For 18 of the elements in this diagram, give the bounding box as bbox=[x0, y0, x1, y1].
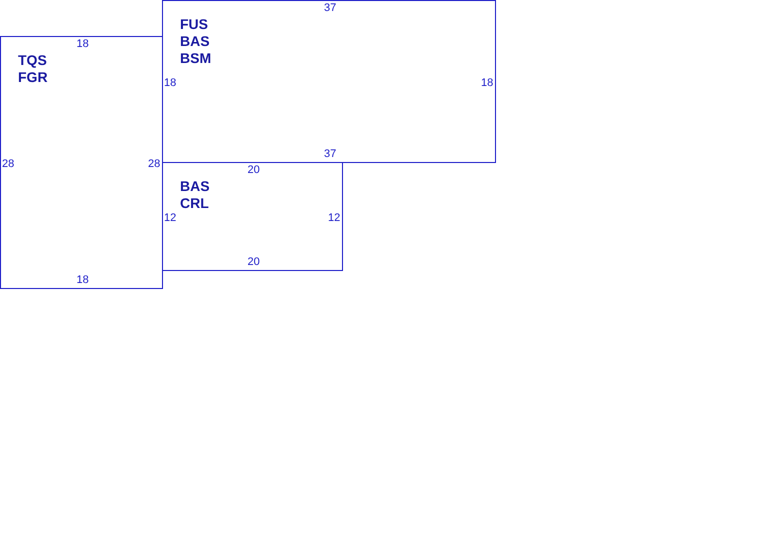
room-code: FUS BAS BSM bbox=[180, 16, 212, 67]
room-outline bbox=[162, 162, 343, 271]
dimension-label: 12 bbox=[328, 212, 340, 224]
dimension-label: 12 bbox=[164, 212, 176, 224]
dimension-label: 18 bbox=[76, 38, 89, 50]
room-outline bbox=[162, 0, 496, 163]
room-code: TQS FGR bbox=[18, 52, 49, 86]
dimension-label: 20 bbox=[248, 164, 260, 176]
dimension-label: 18 bbox=[481, 76, 494, 88]
dimension-label: 18 bbox=[76, 274, 89, 286]
dimension-label: 20 bbox=[248, 256, 260, 268]
dimension-label: 37 bbox=[324, 148, 336, 160]
dimension-label: 28 bbox=[148, 158, 160, 170]
room-outline bbox=[0, 36, 163, 289]
room-code: BAS CRL bbox=[180, 178, 211, 212]
dimension-label: 18 bbox=[164, 76, 176, 88]
dimension-label: 28 bbox=[2, 158, 14, 170]
dimension-label: 37 bbox=[324, 2, 336, 14]
